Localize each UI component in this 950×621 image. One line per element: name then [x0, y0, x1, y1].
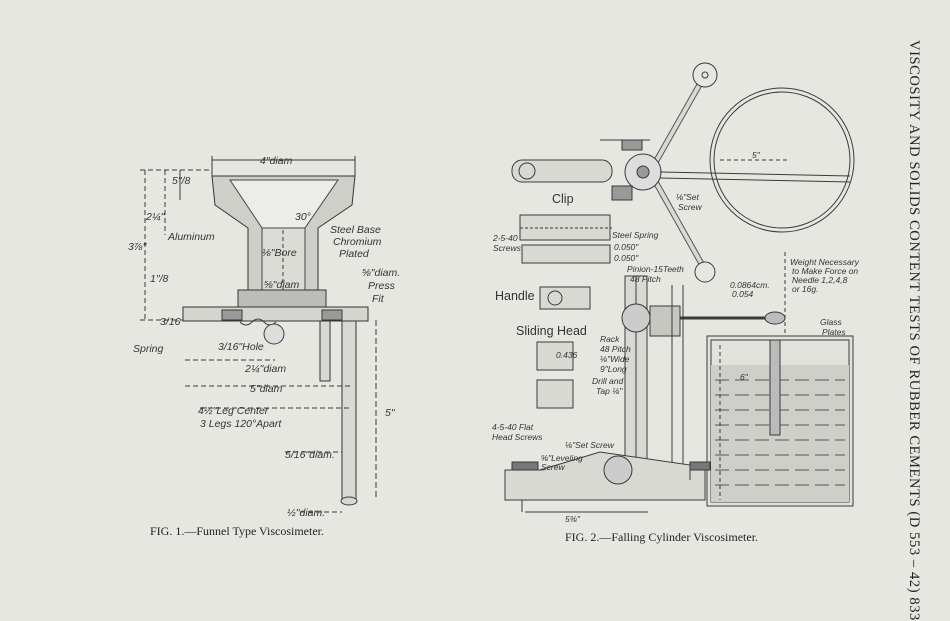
fig2-rack-label: 9"Long: [600, 364, 627, 374]
fig2-flat-head-label: Head Screws: [492, 432, 543, 442]
fig2-handle-label: Handle: [495, 289, 535, 303]
fig1-hole-label: 3/16"Hole: [218, 341, 264, 353]
fig2-dim-label: 0.436: [556, 350, 578, 360]
fig2-tap-label: Tap ⅛": [596, 386, 623, 396]
falling-cylinder-drawing: [504, 62, 855, 513]
fig2-cm-label: 0.0864cm.: [730, 280, 770, 290]
fig1-plated-label: Plated: [339, 248, 370, 260]
fig1-press-label: Press: [368, 280, 396, 292]
fig2-steel-spring-label: Steel Spring: [612, 230, 659, 240]
fig2-screws-label: Screws: [493, 243, 522, 253]
fig1-fit-label: Fit: [372, 293, 385, 305]
fig1-small-diam-label: ⅝"diam.: [362, 267, 400, 279]
fig1-dim-label: 3/16: [160, 316, 181, 328]
fig2-flat-head-label: 4-5-40 Flat: [492, 422, 534, 432]
fig1-inner-diam-label: ⅝"diam: [264, 279, 299, 291]
fig2-screw-label: Screw: [678, 202, 702, 212]
fig2-leveling-label: Screw: [541, 462, 565, 472]
fig2-screws-label: 2-5-40: [492, 233, 518, 243]
fig2-pitch-label: 48 Pitch: [630, 274, 661, 284]
fig1-dim-label: 1"/8: [150, 273, 168, 285]
fig2-drill-label: Drill and: [592, 376, 623, 386]
fig2-dim-label: 6": [740, 372, 749, 382]
fig2-weight-label: or 16g.: [792, 284, 818, 294]
fig1-dim-label: 2¼": [145, 211, 166, 223]
fig1-leg-diam-label: 5/16"diam.: [285, 449, 335, 461]
fig1-bore-label: ⅛"Bore: [262, 247, 297, 259]
fig2-sliding-head-label: Sliding Head: [516, 324, 587, 338]
fig2-cm-label: 0.054: [732, 289, 754, 299]
document-page: 4"diam 5"/8 2¼" 3⅞" 30° Aluminum ⅛"Bore …: [128, 40, 924, 621]
fig1-top-diam-label: 4"diam: [260, 155, 293, 167]
fig1-spring-label: Spring: [133, 343, 164, 355]
fig2-weight-label: to Make Force on: [792, 266, 858, 276]
fig2-dim-label: 5⅜": [565, 514, 581, 524]
fig2-clip-label: Clip: [552, 192, 574, 206]
fig1-leg-center-label: 4½"Leg Center: [198, 405, 269, 417]
fig2-rack-label: 48 Pitch: [600, 344, 631, 354]
fig2-weight-label: Weight Necessary: [790, 257, 860, 267]
fig2-thickness-label: 0.050": [614, 242, 639, 252]
fig1-dim-label: 5"/8: [172, 175, 190, 187]
fig1-legs-label: 3 Legs 120°Apart: [200, 418, 282, 430]
fig2-plates-label: Plates: [822, 327, 846, 337]
fig2-rack-label: ⅛"Wide: [600, 354, 630, 364]
fig2-set-screw-label: ⅛"Set: [676, 192, 700, 202]
fig1-diam-label: 2¼"diam: [244, 363, 286, 375]
fig1-dim-label: 3⅞": [128, 241, 148, 253]
fig1-chromium-label: Chromium: [333, 236, 382, 248]
fig2-rack-label: Rack: [600, 334, 620, 344]
fig1-caption: FIG. 1.—Funnel Type Viscosimeter.: [150, 524, 324, 538]
fig1-diam-label: 5"diam: [250, 383, 283, 395]
fig2-weight-label: Needle 1,2,4,8: [792, 275, 848, 285]
fig2-dim-label: 5": [752, 150, 761, 160]
fig2-set-screw-label: ⅛"Set Screw: [565, 440, 615, 450]
fig2-pinion-label: Pinion-15Teeth: [627, 264, 684, 274]
fig1-foot-diam-label: ½"diam.: [287, 507, 325, 519]
fig1-angle-label: 30°: [295, 211, 311, 223]
technical-drawings: 4"diam 5"/8 2¼" 3⅞" 30° Aluminum ⅛"Bore …: [128, 62, 860, 524]
fig2-leveling-label: ⅝"Leveling: [541, 453, 583, 463]
running-header: VISCOSITY AND SOLIDS CONTENT TESTS OF RU…: [900, 40, 924, 621]
fig2-caption: FIG. 2.—Falling Cylinder Viscosimeter.: [565, 530, 759, 544]
fig2-glass-label: Glass: [820, 317, 842, 327]
fig1-aluminum-label: Aluminum: [167, 231, 215, 243]
running-title: VISCOSITY AND SOLIDS CONTENT TESTS OF RU…: [906, 40, 922, 621]
fig1-steel-base-label: Steel Base: [330, 224, 381, 236]
funnel-viscosimeter-drawing: [140, 156, 377, 513]
fig1-dim-label: 5": [385, 407, 396, 419]
fig2-thickness-label: 0.050": [614, 253, 639, 263]
